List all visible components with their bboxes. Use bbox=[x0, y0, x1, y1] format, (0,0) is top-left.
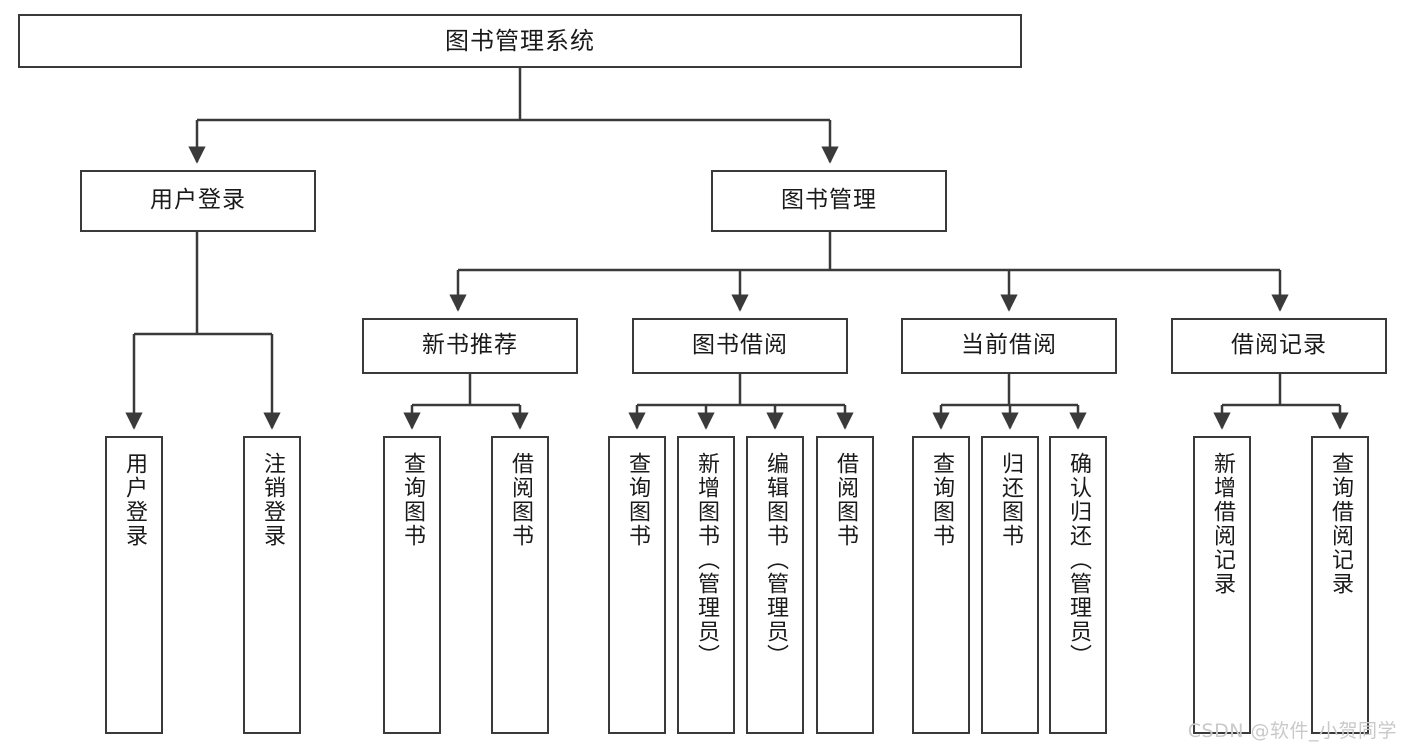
watermark-text: CSDN @软件_小贺同学 bbox=[1187, 720, 1397, 742]
leaf-query-books-current[interactable]: 查询图书 bbox=[912, 436, 970, 734]
leaf-label: 查询借阅记录 bbox=[1327, 452, 1353, 596]
leaf-label: 归还图书 bbox=[997, 452, 1023, 548]
leaf-logout[interactable]: 注销登录 bbox=[243, 436, 301, 734]
node-borrowing-records[interactable]: 借阅记录 bbox=[1171, 318, 1387, 374]
node-book-borrowing[interactable]: 图书借阅 bbox=[632, 318, 848, 374]
leaf-borrow-books-recommendation[interactable]: 借阅图书 bbox=[491, 436, 549, 734]
node-new-book-recommendation[interactable]: 新书推荐 bbox=[362, 318, 578, 374]
leaf-add-borrowing-record[interactable]: 新增借阅记录 bbox=[1193, 436, 1251, 734]
node-label: 新书推荐 bbox=[422, 332, 518, 359]
node-user-login[interactable]: 用户登录 bbox=[80, 170, 316, 232]
leaf-label: 查询图书 bbox=[624, 452, 650, 548]
node-root-book-management-system[interactable]: 图书管理系统 bbox=[18, 14, 1022, 68]
leaf-borrow-books[interactable]: 借阅图书 bbox=[816, 436, 874, 734]
node-current-borrowing[interactable]: 当前借阅 bbox=[901, 318, 1117, 374]
leaf-add-book-admin[interactable]: 新增图书（管理员） bbox=[677, 436, 735, 734]
node-label: 图书管理 bbox=[781, 187, 877, 214]
leaf-query-books-recommendation[interactable]: 查询图书 bbox=[383, 436, 441, 734]
leaf-return-books[interactable]: 归还图书 bbox=[981, 436, 1039, 734]
leaf-label: 用户登录 bbox=[121, 452, 147, 548]
leaf-label: 借阅图书 bbox=[832, 452, 858, 548]
node-label: 借阅记录 bbox=[1231, 332, 1327, 359]
leaf-query-borrowing-record[interactable]: 查询借阅记录 bbox=[1311, 436, 1369, 734]
leaf-label: 借阅图书 bbox=[507, 452, 533, 548]
leaf-label: 新增图书（管理员） bbox=[693, 452, 719, 668]
node-label: 当前借阅 bbox=[961, 332, 1057, 359]
node-label: 图书管理系统 bbox=[445, 26, 595, 55]
leaf-label: 查询图书 bbox=[399, 452, 425, 548]
node-label: 图书借阅 bbox=[692, 332, 788, 359]
leaf-label: 新增借阅记录 bbox=[1209, 452, 1235, 596]
leaf-label: 注销登录 bbox=[259, 452, 285, 548]
leaf-label: 确认归还（管理员） bbox=[1065, 452, 1091, 668]
node-book-management[interactable]: 图书管理 bbox=[711, 170, 947, 232]
leaf-query-books-borrowing[interactable]: 查询图书 bbox=[608, 436, 666, 734]
leaf-label: 编辑图书（管理员） bbox=[762, 452, 788, 668]
leaf-confirm-return-admin[interactable]: 确认归还（管理员） bbox=[1049, 436, 1107, 734]
leaf-edit-book-admin[interactable]: 编辑图书（管理员） bbox=[746, 436, 804, 734]
leaf-label: 查询图书 bbox=[928, 452, 954, 548]
node-label: 用户登录 bbox=[150, 187, 246, 214]
leaf-user-login[interactable]: 用户登录 bbox=[105, 436, 163, 734]
